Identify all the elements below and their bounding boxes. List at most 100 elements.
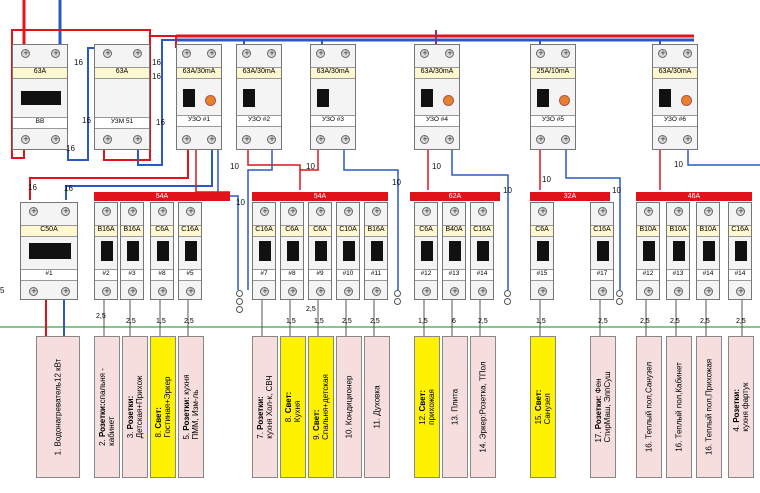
circuit-label: 14. Эркер:Розетка, ТПол: [470, 336, 496, 478]
wire-size-label: 1,5: [418, 318, 428, 325]
breaker-6[interactable]: C16A#7: [252, 202, 276, 300]
breaker-name: #14: [471, 269, 493, 281]
breaker-7[interactable]: C6A#8: [280, 202, 304, 300]
circuit-text: Фен: [594, 378, 603, 396]
wire-size-label: 2,5: [184, 318, 194, 325]
breaker-name: #15: [531, 269, 553, 281]
device-name: УЗО #3: [311, 115, 355, 127]
screw-icon: [422, 286, 431, 296]
circuit-kind: Розетки:: [98, 403, 107, 437]
breaker-name: #14: [697, 269, 719, 281]
screw-icon: [478, 206, 487, 216]
terminal-icon: [616, 290, 623, 297]
lever-icon: [343, 241, 355, 261]
lever-icon: [477, 241, 489, 261]
wire-size-label: 16: [28, 183, 37, 192]
breaker-rating: B40A: [443, 225, 465, 237]
rcd-5[interactable]: 25A/10mA УЗО #5: [530, 44, 576, 150]
circuit-text: Детская+Прихож: [135, 375, 144, 439]
breaker-name: #11: [365, 269, 387, 281]
breaker-5[interactable]: C16A#5: [178, 202, 202, 300]
screw-icon: [674, 206, 683, 216]
wire-size-label: 10: [612, 186, 621, 195]
terminal-icon: [616, 298, 623, 305]
input-breaker[interactable]: 63A ВВ: [12, 44, 68, 150]
device-rating: 63A: [13, 67, 67, 79]
circuit-number: 16. Теплый пол,: [674, 392, 684, 452]
breaker-name: #8: [281, 269, 303, 281]
wire-size-label: 16: [156, 118, 165, 127]
rcd-2[interactable]: 63A/30mA УЗО #2: [236, 44, 282, 150]
circuit-text: спальня -: [98, 368, 107, 404]
screw-icon: [344, 206, 353, 216]
screw-icon: [341, 134, 350, 144]
breaker-12[interactable]: B40A#13: [442, 202, 466, 300]
rcd-1[interactable]: 63A/30mA УЗО #1: [176, 44, 222, 150]
device-rating: 63A/30mA: [237, 67, 281, 79]
breaker-name: #14: [729, 269, 751, 281]
terminal-icon: [394, 298, 401, 305]
voltage-relay[interactable]: 63A УЗМ 51: [94, 44, 150, 150]
breaker-3[interactable]: B16A#3: [120, 202, 144, 300]
wire-size-label: 10: [542, 175, 551, 184]
screw-icon: [242, 48, 251, 58]
screw-icon: [316, 286, 325, 296]
bus-bar: 32A: [530, 192, 610, 201]
test-button-icon: [559, 95, 570, 106]
screw-icon: [561, 134, 570, 144]
circuit-label: 8. Свет:Гостиная+Эркер: [150, 336, 176, 478]
breaker-rating: B10A: [637, 225, 659, 237]
circuit-kind: Розетки:: [732, 389, 741, 423]
breaker-13[interactable]: C16A #14: [470, 202, 494, 300]
breaker-11[interactable]: C6A#12: [414, 202, 438, 300]
circuit-label: 15. Свет:Санузел: [530, 336, 556, 478]
breaker-18[interactable]: B10A#14: [696, 202, 720, 300]
circuit-kind: Розетки:: [256, 396, 265, 430]
breaker-10[interactable]: B16A#11: [364, 202, 388, 300]
wire-size-label: 16: [152, 58, 161, 67]
breaker-2[interactable]: B16A#2: [94, 202, 118, 300]
breaker-14[interactable]: C6A #15: [530, 202, 554, 300]
circuit-text: кухня фартук: [741, 382, 750, 432]
rcd-3[interactable]: 63A/30mA УЗО #3: [310, 44, 356, 150]
breaker-1[interactable]: C50A #1: [20, 202, 78, 300]
screw-icon: [478, 286, 487, 296]
rcd-6[interactable]: 63A/30mA УЗО #6: [652, 44, 698, 150]
screw-icon: [422, 206, 431, 216]
circuit-label: 4. Розетки:кухня фартук: [728, 336, 754, 478]
breaker-rating: C6A: [415, 225, 437, 237]
breaker-19[interactable]: C16A#14: [728, 202, 752, 300]
breaker-rating: C16A: [253, 225, 275, 237]
circuit-number: 3.: [126, 429, 135, 439]
breaker-17[interactable]: B10A#13: [666, 202, 690, 300]
screw-icon: [658, 134, 667, 144]
circuit-number: 2.: [98, 437, 107, 446]
rcd-4[interactable]: 63A/30mA УЗО #4: [414, 44, 460, 150]
wire-size-label: 10: [503, 186, 512, 195]
screw-icon: [538, 206, 547, 216]
terminal-icon: [504, 290, 511, 297]
screw-icon: [316, 206, 325, 216]
breaker-16[interactable]: B10A#12: [636, 202, 660, 300]
breaker-9[interactable]: C10A#10: [336, 202, 360, 300]
breaker-15[interactable]: C16A#17: [590, 202, 614, 300]
wire-size-label: 16: [66, 144, 75, 153]
breaker-rating: C16A: [471, 225, 493, 237]
wire-size-label: 2,5: [96, 313, 106, 320]
screw-icon: [103, 134, 112, 144]
circuit-label: 11. Духовка: [364, 336, 390, 478]
breaker-rating: C6A: [531, 225, 553, 237]
lever-icon: [287, 241, 299, 261]
circuit-text: кабинет: [107, 416, 116, 446]
terminal-icon: [236, 306, 243, 313]
device-name: УЗО #1: [177, 115, 221, 127]
breaker-8[interactable]: C6A#9: [308, 202, 332, 300]
breaker-name: #9: [309, 269, 331, 281]
screw-icon: [242, 134, 251, 144]
device-name: УЗО #6: [653, 115, 697, 127]
breaker-4[interactable]: C6A#8: [150, 202, 174, 300]
screw-icon: [736, 206, 745, 216]
screw-icon: [658, 48, 667, 58]
